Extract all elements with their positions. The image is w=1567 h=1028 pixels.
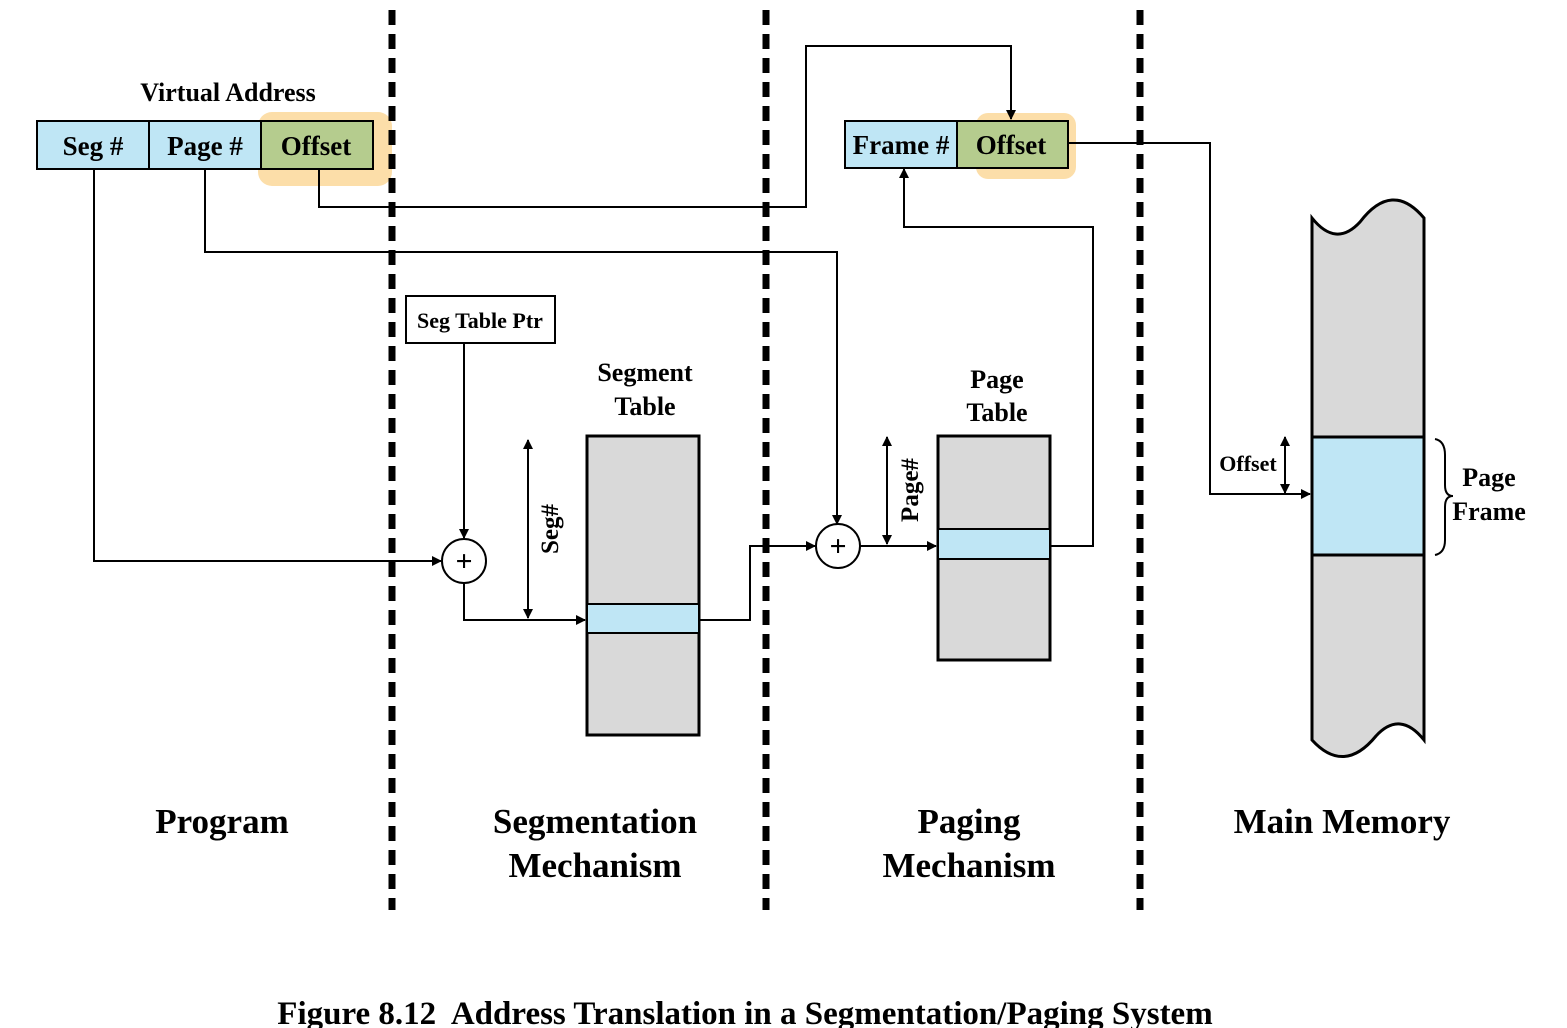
region-segmentation: Segmentation [493,802,697,841]
phys-offset-field-label: Offset [976,130,1046,160]
figure-caption: Figure 8.12 Address Translation in a Seg… [277,996,1212,1028]
physical-address: Frame # Offset [844,120,1069,169]
frame-field-label: Frame # [853,130,950,160]
segment-table-title: Segment [597,358,693,387]
region-program: Program [155,802,288,841]
page-adder-symbol: + [829,530,846,563]
phys-offset-field [956,120,1069,169]
virtual-address: Seg # Page # Offset [36,120,374,170]
page-frame-brace [1434,438,1454,556]
page-number-route [204,169,842,525]
offset-field [260,120,374,170]
page-frame-label: Page [1462,463,1515,492]
page-table-title: Table [966,398,1027,427]
page-frame [1310,435,1426,557]
segment-adder-output [463,583,586,625]
offset-field-label: Offset [281,131,351,161]
region-main-memory: Main Memory [1234,802,1451,841]
seg-table-ptr-box [405,295,556,344]
segment-adder-symbol: + [455,545,472,578]
page-field-label: Page # [167,131,243,161]
seg-number-route [93,169,442,566]
page-table-entry [937,528,1051,560]
region-segmentation: Mechanism [508,846,681,885]
segment-table [585,434,701,737]
seg-field [36,120,150,170]
seg-field-label: Seg # [63,131,124,161]
page-table-title: Page [970,365,1023,394]
offset-route [318,45,1016,208]
page-frame-label: Frame [1452,497,1526,526]
segment-table-entry [586,603,700,634]
frame-offset-label: Offset [1219,451,1277,476]
page-entry-output [899,168,1094,547]
segment-entry-output [699,541,816,621]
virtual-address-title: Virtual Address [140,78,316,107]
region-paging: Mechanism [882,846,1055,885]
seg-index-label: Seg# [537,504,564,555]
segment-table-title: Table [614,392,675,421]
region-paging: Paging [917,802,1021,841]
memory-offset-route [1068,142,1311,499]
page-index-label: Page# [897,458,924,522]
seg-table-ptr-label: Seg Table Ptr [417,308,543,333]
